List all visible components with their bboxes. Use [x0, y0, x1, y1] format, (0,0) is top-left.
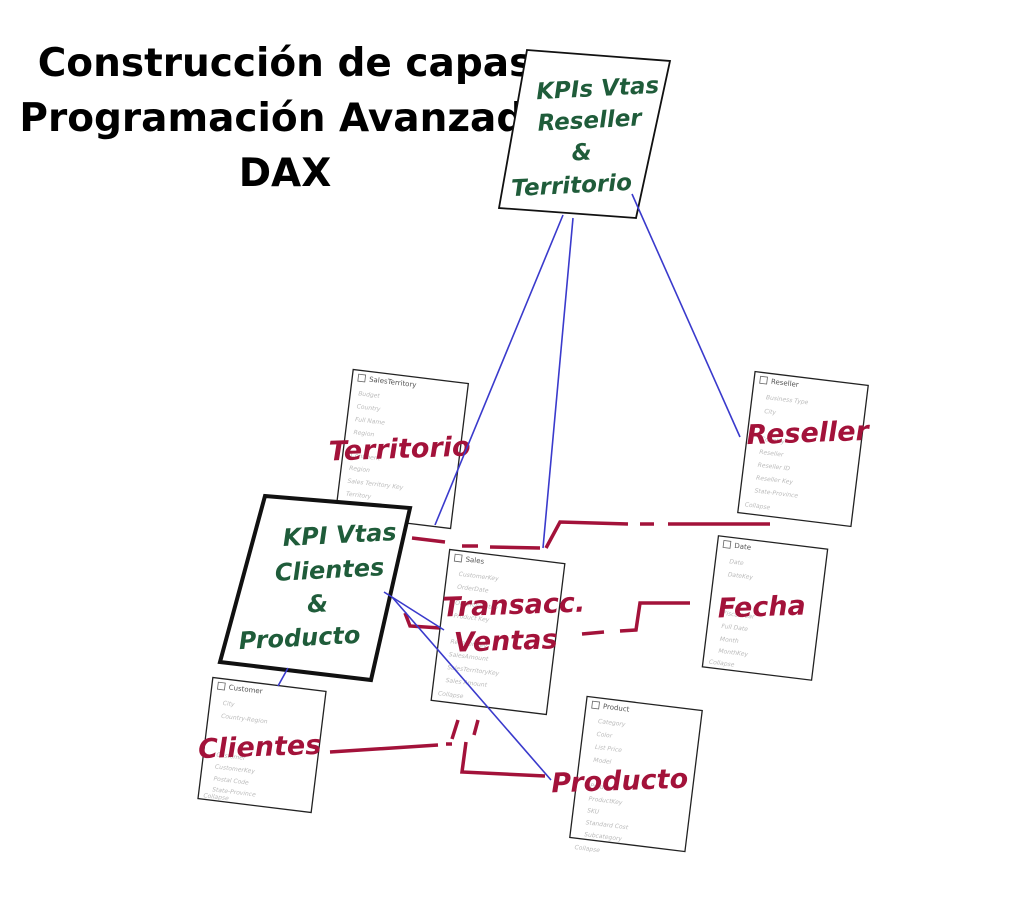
field-name: Month	[719, 636, 739, 645]
field-name: Collapse	[574, 844, 600, 854]
field-name: Full Name	[355, 416, 386, 427]
field-name: Region	[349, 465, 371, 475]
field-name: SalesAmount	[448, 651, 489, 663]
table-card-frame	[701, 535, 829, 681]
table-icon	[357, 373, 367, 383]
field-name: Color	[596, 731, 613, 740]
kpi-label-line: Territorio	[511, 170, 633, 202]
table-card-sales[interactable]: Sales CustomerKey OrderDate OrderQuantit…	[430, 548, 566, 716]
field-name: Date	[729, 558, 744, 567]
table-label-ventas: Ventas	[453, 624, 558, 659]
table-header: Date	[734, 542, 752, 552]
field-name: Product Key	[453, 612, 490, 623]
table-card-frame	[197, 676, 327, 814]
field-name: Collapse	[709, 659, 735, 669]
kpi-box-reseller-territorio[interactable]: KPIs Vtas Reseller & Territorio	[497, 49, 672, 219]
relationship-fecha-sales	[581, 601, 690, 636]
kpi-label-line: &	[306, 589, 328, 618]
title-line-2: Programación Avanzada	[19, 96, 551, 141]
field-name: Reseller ID	[757, 462, 790, 473]
table-header: Product	[602, 703, 630, 714]
table-icon	[217, 681, 226, 691]
field-name: Reseller Key	[450, 638, 488, 650]
field-name: City	[764, 408, 777, 416]
table-label-fecha: Fecha	[717, 590, 806, 624]
layer-connectors	[277, 193, 741, 781]
field-name: Region	[353, 429, 375, 439]
field-name: MonthKey	[718, 648, 749, 659]
field-name: Country	[760, 436, 785, 446]
kpi-label-line: Producto	[238, 621, 361, 655]
table-card-reseller[interactable]: Reseller Business Type City Country Rese…	[737, 370, 869, 528]
field-name: CustomerKey	[458, 571, 499, 583]
connector-kpi2-customer	[277, 667, 289, 687]
kpi-label-line: KPI Vtas	[282, 518, 397, 552]
table-icon	[722, 540, 732, 549]
field-name: Subcategory	[584, 831, 623, 843]
table-icon	[453, 553, 463, 563]
field-name: Collapse	[203, 792, 229, 802]
relationship-reseller-sales	[544, 520, 770, 549]
table-label-transacc: Transacc.	[442, 588, 586, 624]
field-name: Reseller	[759, 449, 784, 459]
kpi-box-clientes-producto[interactable]: KPI Vtas Clientes & Producto	[217, 493, 413, 683]
title-line-1: Construcción de capas	[37, 41, 533, 86]
field-name: DateKey	[727, 571, 753, 581]
table-card-frame	[737, 370, 869, 528]
table-card-date[interactable]: Date Date DateKey Fiscal Year Full Date …	[701, 535, 829, 681]
field-name: Territory	[346, 491, 372, 501]
field-name: ProductKey	[588, 795, 623, 806]
field-name: Continent	[350, 452, 381, 463]
table-card-customer[interactable]: Customer City Country-Region Customer Cu…	[197, 676, 327, 814]
table-header: Reseller	[770, 378, 799, 389]
title-line-3: DAX	[238, 151, 332, 196]
field-name: OrderDate	[457, 584, 489, 595]
field-name: Postal Code	[213, 775, 249, 786]
field-name: Full Date	[721, 623, 749, 633]
relationship-lines	[329, 520, 770, 778]
table-label-reseller: Reseller	[746, 416, 871, 451]
kpi-label-line: &	[571, 140, 592, 167]
connector-kpi-territorio	[434, 214, 564, 526]
field-name: Collapse	[744, 501, 770, 511]
table-card-frame	[569, 695, 703, 853]
field-name: Collapse	[438, 690, 464, 700]
table-icon	[759, 375, 768, 385]
connector-kpi2-product	[391, 596, 552, 781]
field-name: CustomerKey	[215, 763, 256, 775]
field-list: Date DateKey Fiscal Year Full Date Month…	[709, 558, 756, 669]
field-name: List Price	[595, 744, 623, 754]
field-list: Category Color List Price Model Product …	[574, 718, 629, 854]
table-label-clientes: Clientes	[198, 730, 322, 765]
table-icon	[591, 700, 600, 710]
kpi-box-frame	[497, 49, 672, 219]
kpi-label-line: Clientes	[274, 553, 385, 587]
table-card-salesterritory[interactable]: SalesTerritory Budget Country Full Name …	[334, 368, 470, 530]
field-name: Model	[593, 757, 612, 766]
table-label-territorio: Territorio	[328, 432, 471, 468]
field-name: Country	[356, 403, 381, 413]
connector-kpi-sales	[542, 217, 574, 549]
connector-kpi-reseller	[631, 193, 741, 438]
field-name: SKU	[587, 807, 600, 815]
relationship-clientes-sales	[403, 612, 441, 630]
relationship-clientes-product	[329, 719, 546, 778]
kpi-box-frame	[217, 493, 413, 683]
kpi-label-line: Reseller	[537, 105, 644, 137]
field-name: Reseller Key	[756, 475, 794, 487]
field-name: Category	[598, 718, 627, 728]
table-label-producto: Producto	[551, 764, 689, 800]
kpi-label-line: KPIs Vtas	[536, 73, 660, 105]
table-card-product[interactable]: Product Category Color List Price Model …	[568, 695, 703, 864]
field-name: City	[222, 700, 235, 708]
field-name: Fiscal Year	[723, 610, 756, 621]
relationship-territorio-sales	[411, 536, 541, 550]
table-header: Sales	[465, 556, 485, 566]
table-labels: Territorio Reseller Transacc. Ventas Fec…	[198, 416, 871, 800]
field-name: Budget	[358, 390, 381, 400]
field-name: Product	[590, 783, 614, 793]
field-name: Customer	[216, 752, 246, 763]
